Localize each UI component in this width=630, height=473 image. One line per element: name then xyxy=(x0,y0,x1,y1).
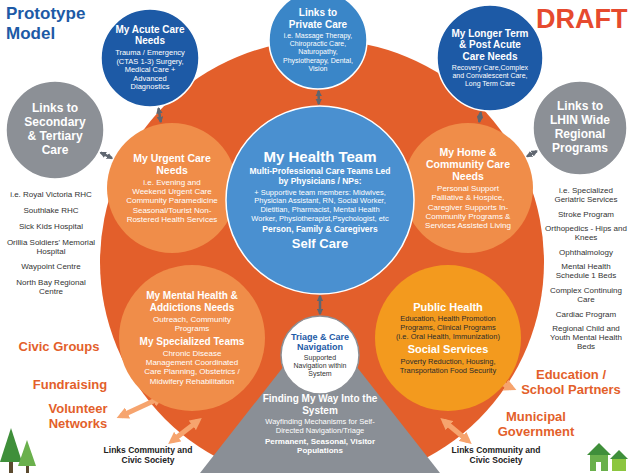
trees xyxy=(0,428,36,473)
hospital-item: Sick Kids Hospital xyxy=(4,222,98,231)
node-heading: Links to Private Care xyxy=(282,7,355,30)
team-circle: My Health TeamMulti-Professional Care Te… xyxy=(225,105,415,295)
node-heading: Social Services xyxy=(408,343,489,356)
node-heading: My Longer Term & Post Acute Care Needs xyxy=(451,28,529,63)
connector-arrow xyxy=(317,91,320,104)
node-heading: Multi-Professional Care Teams Led by Phy… xyxy=(249,167,392,187)
care-need-circle: My Acute Care NeedsTrauma / Emergency (C… xyxy=(100,8,200,108)
node-heading: My Mental Health & Addictions Needs xyxy=(138,290,245,313)
care-need-circle: My Home & Community Care NeedsPersonal S… xyxy=(402,122,534,254)
node-heading: My Specialized Teams xyxy=(140,336,245,348)
node-heading: Person, Family & Caregivers xyxy=(262,225,377,235)
node-heading: Self Care xyxy=(292,237,348,252)
program-item: Orthopedics - Hips and Knees xyxy=(544,224,628,242)
partner-label: Fundraising xyxy=(30,378,110,393)
node-heading: My Home & Community Care Needs xyxy=(422,146,514,182)
diagram-title: Prototype Model xyxy=(6,4,110,43)
program-item: Cardiac Program xyxy=(544,310,628,319)
program-item: Regional Child and Youth Mental Health B… xyxy=(544,324,628,352)
partner-label: Civic Groups xyxy=(14,340,104,355)
node-heading: Permanent, Seasonal, Visitor Populations xyxy=(257,437,383,455)
partner-label: Education / School Partners xyxy=(516,368,626,398)
draft-watermark: DRAFT xyxy=(536,4,626,35)
community-label: Links Community and Civic Society xyxy=(100,446,196,466)
link-arrow xyxy=(172,421,198,441)
node-body: Wayfinding Mechanisms for Self-Directed … xyxy=(257,418,383,435)
triage-circle: Triage & Care NavigationSupported Naviga… xyxy=(280,315,360,395)
hospital-item: Orillia Soldiers' Memorial Hospital xyxy=(4,238,98,256)
community-label: Links Community and Civic Society xyxy=(448,446,544,466)
program-item: Ophthalmology xyxy=(544,248,628,257)
node-body: Poverty Reduction, Housing, Transportati… xyxy=(394,358,501,375)
link-arrow xyxy=(444,421,468,441)
node-heading: Links to Secondary & Tertiary Care xyxy=(19,102,92,157)
node-heading: Triage & Care Navigation xyxy=(290,332,350,353)
connector-arrow xyxy=(319,296,322,314)
link-arrow xyxy=(121,398,160,416)
node-heading: Finding My Way Into the System xyxy=(257,393,383,416)
hospital-item: i.e. Royal Victoria RHC xyxy=(4,190,98,199)
node-body: Trauma / Emergency (CTAS 1-3) Surgery, M… xyxy=(114,49,187,92)
services-circle: Public HealthEducation, Health Promotion… xyxy=(374,264,522,412)
program-item: Mental Health Schedule 1 Beds xyxy=(544,262,628,280)
node-body: i.e. Evening and Weekend Urgent Care Com… xyxy=(126,178,218,224)
program-item: i.e. Specialized Geriatric Services xyxy=(544,186,628,204)
node-heading: Links to LHIN Wide Regional Programs xyxy=(545,100,615,155)
node-body: i.e. Massage Therapy, Chiropractic Care,… xyxy=(282,32,355,72)
program-item: Stroke Program xyxy=(544,210,628,219)
node-body: Supported Navigation within System xyxy=(290,354,350,378)
node-heading: My Health Team xyxy=(263,148,376,165)
program-item: Complex Continuing Care xyxy=(544,286,628,304)
node-heading: My Acute Care Needs xyxy=(114,24,187,47)
care-need-circle: My Longer Term & Post Acute Care NeedsRe… xyxy=(436,4,544,112)
link-circle: Links to Secondary & Tertiary Care xyxy=(5,80,105,180)
connector-arrow xyxy=(159,108,161,122)
care-need-circle: My Urgent Care Needsi.e. Evening and Wee… xyxy=(106,122,238,254)
connector-arrow xyxy=(527,151,537,156)
node-body: + Supportive team members: Midwives, Phy… xyxy=(249,189,392,224)
node-body: Personal Support Palliative & Hospice, C… xyxy=(422,184,514,230)
hospital-item: Waypoint Centre xyxy=(4,262,98,271)
connector-arrow xyxy=(101,153,112,159)
link-circle: Links to LHIN Wide Regional Programs xyxy=(532,80,628,176)
node-heading: My Urgent Care Needs xyxy=(126,152,218,176)
private-care-circle: Links to Private Carei.e. Massage Therap… xyxy=(268,0,368,90)
care-need-circle: My Mental Health & Addictions NeedsOutre… xyxy=(118,264,266,412)
node-body: Chronic Disease Management Coordinated C… xyxy=(138,349,245,386)
hospital-item: Southlake RHC xyxy=(4,206,98,215)
node-body: Outreach, Community Programs xyxy=(138,315,245,333)
hospital-item: North Bay Regional Centre xyxy=(4,278,98,296)
houses xyxy=(587,443,628,471)
partner-label: Municipal Government xyxy=(486,410,586,440)
connector-arrow xyxy=(479,112,481,122)
node-body: Recovery Care,Complex and Convalescent C… xyxy=(451,64,529,88)
partner-label: Volunteer Networks xyxy=(38,402,118,432)
node-heading: Public Health xyxy=(413,301,483,314)
node-body: Education, Health Promotion Programs, Cl… xyxy=(394,315,501,341)
